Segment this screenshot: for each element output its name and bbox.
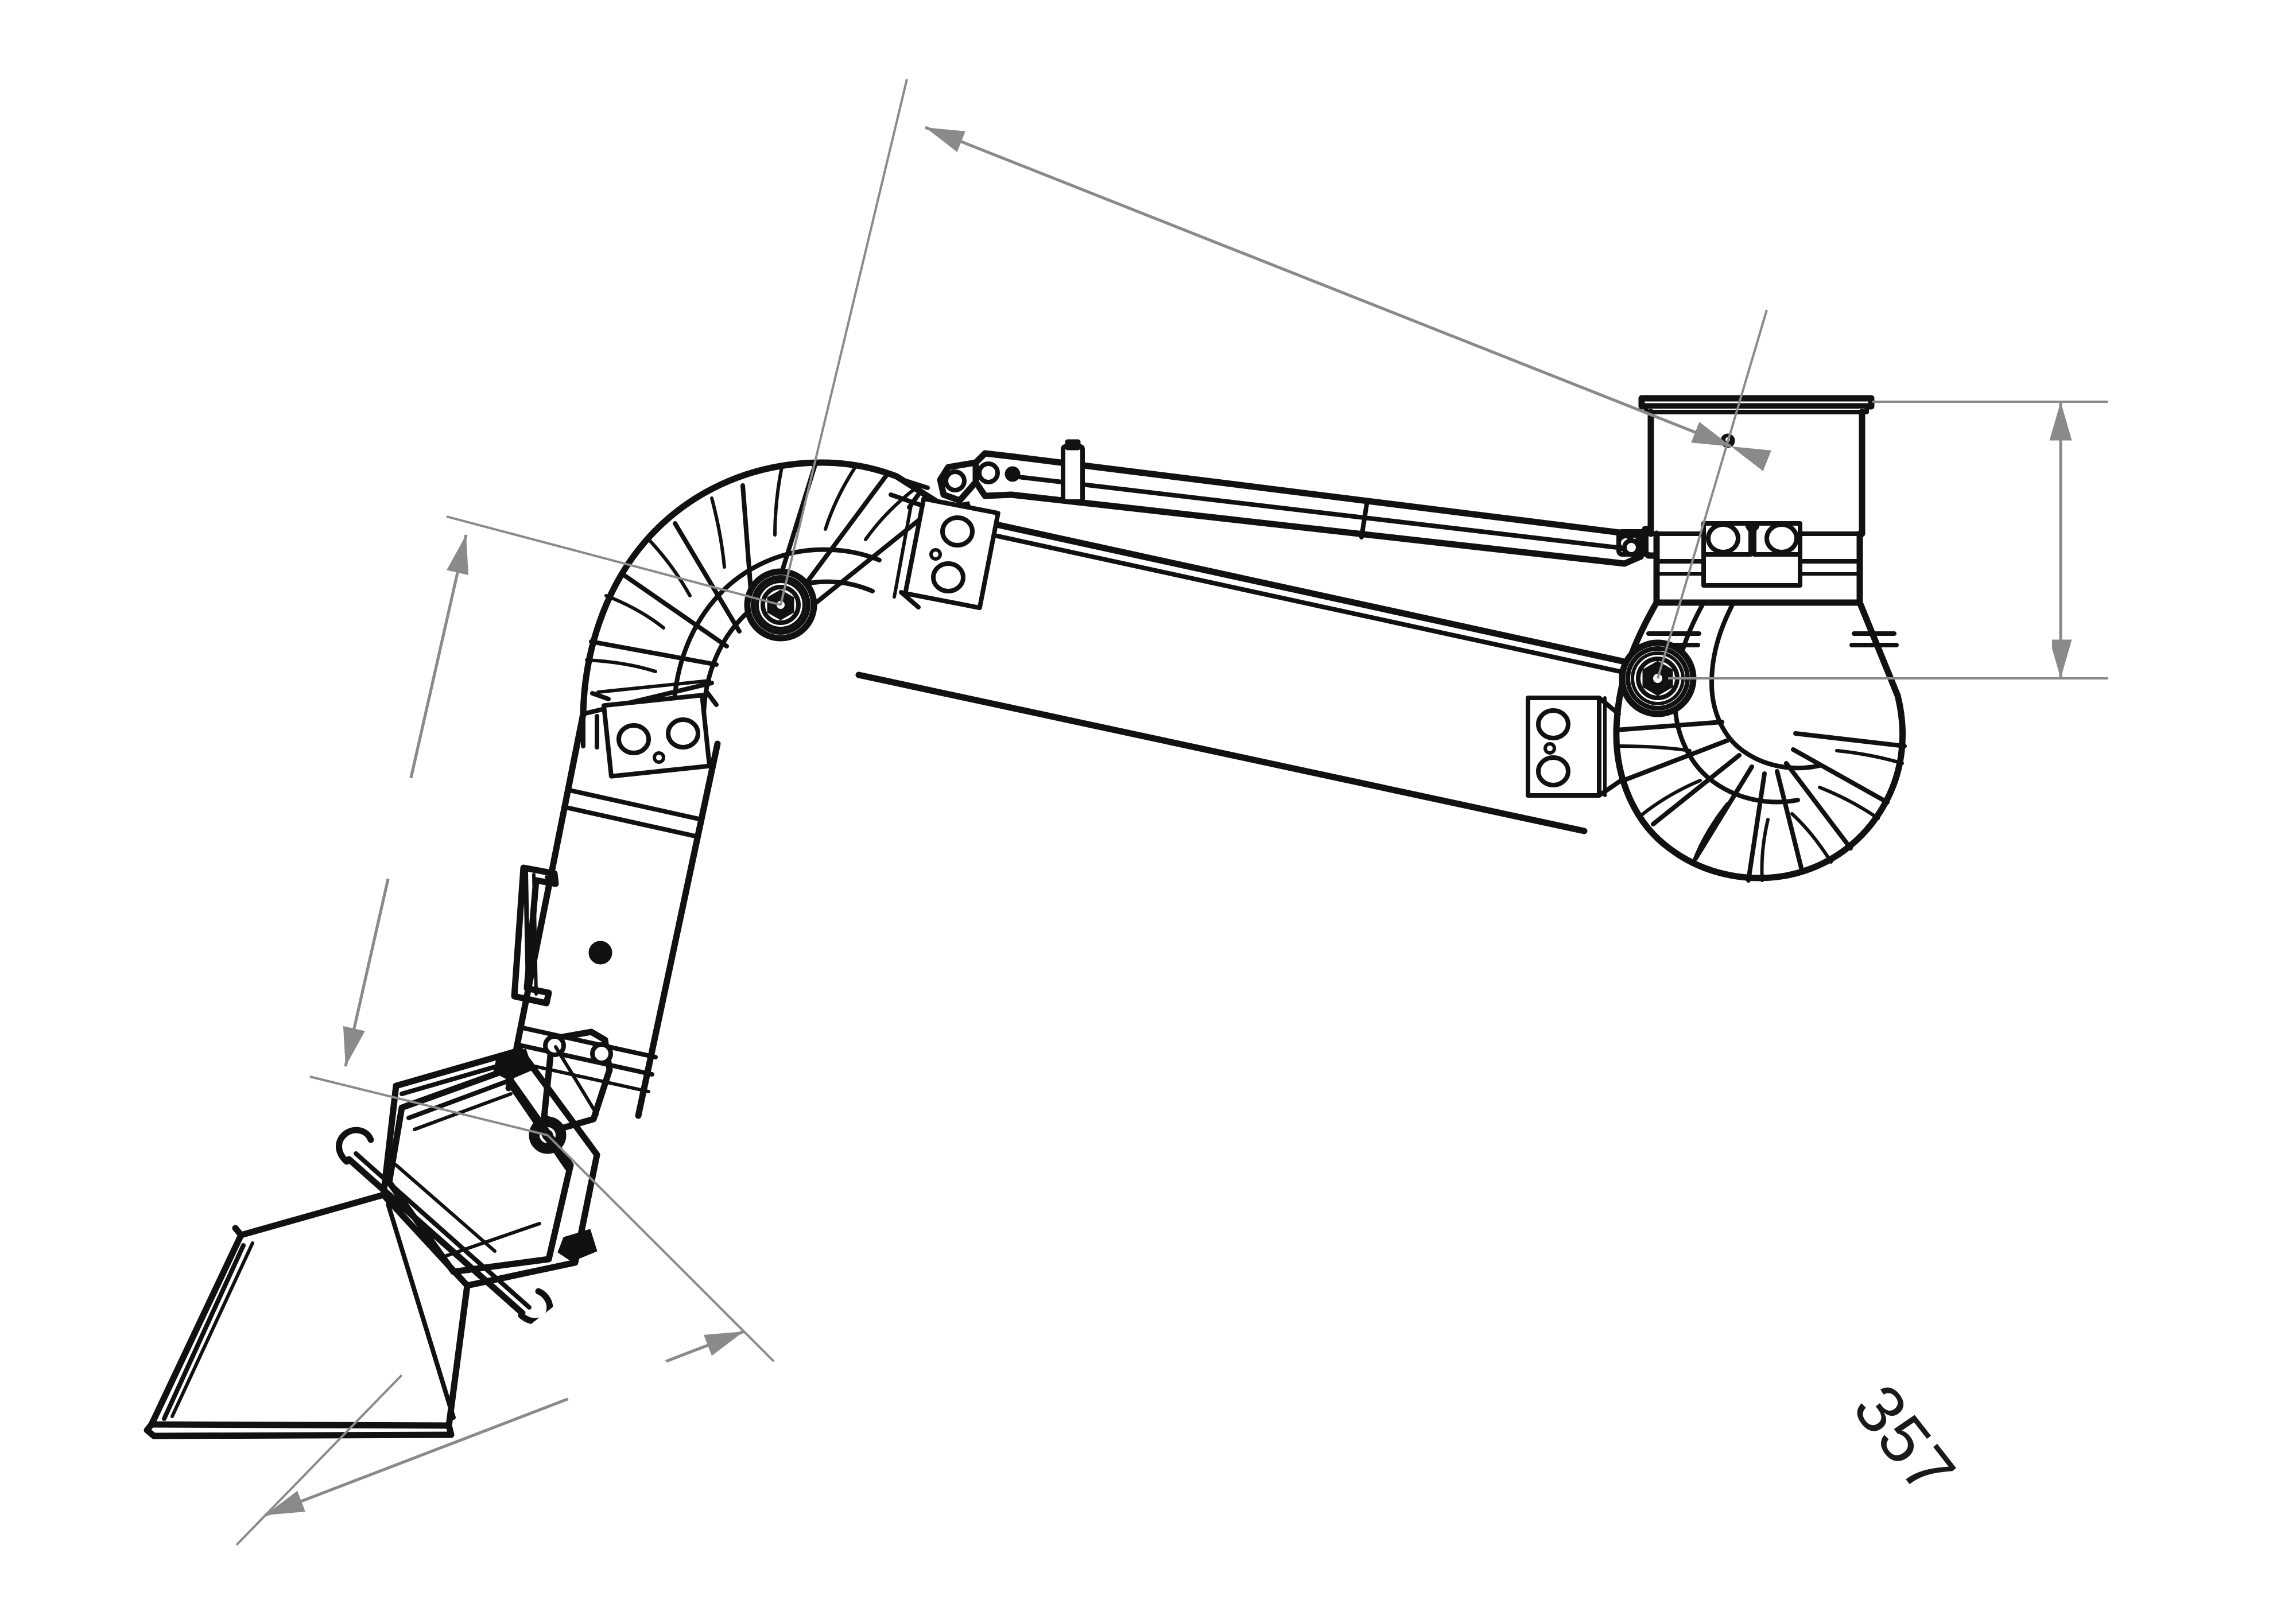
elbow-collar-left [1526, 696, 1623, 798]
ext-line-702-bottom [309, 1075, 548, 1136]
elbow-collar-upper [893, 489, 1000, 611]
main-duct-tube [855, 513, 1626, 834]
ext-line-1070-left [779, 79, 908, 605]
ext-line-357-right [546, 1134, 775, 1362]
machine-geometry [144, 395, 1907, 1439]
ext-line-1070-right [1657, 309, 1768, 679]
dim-line-1070-b [925, 126, 1732, 448]
wall-mount-flange [1638, 395, 1875, 537]
wall-pivot-joint [1619, 639, 1697, 717]
arm-handle [511, 864, 559, 1007]
ext-line-357-left [235, 1374, 403, 1546]
dim-label-357: 357 [1839, 1371, 1971, 1509]
lower-wall-elbow [1526, 599, 1907, 883]
upper-pivot-joint [744, 568, 817, 642]
dimension-702: 702 [277, 515, 781, 1136]
ext-line-702-top [446, 515, 781, 606]
dimension-357: 357 [235, 1134, 1971, 1546]
elbow-collar-lower [590, 679, 719, 779]
dimension-322: 322 [1668, 401, 2108, 680]
hood-handle-bar [336, 1127, 553, 1325]
capture-hood [144, 1047, 600, 1439]
dimension-1070: 1070 [779, 79, 1771, 679]
lower-arm-tube [505, 710, 721, 1132]
